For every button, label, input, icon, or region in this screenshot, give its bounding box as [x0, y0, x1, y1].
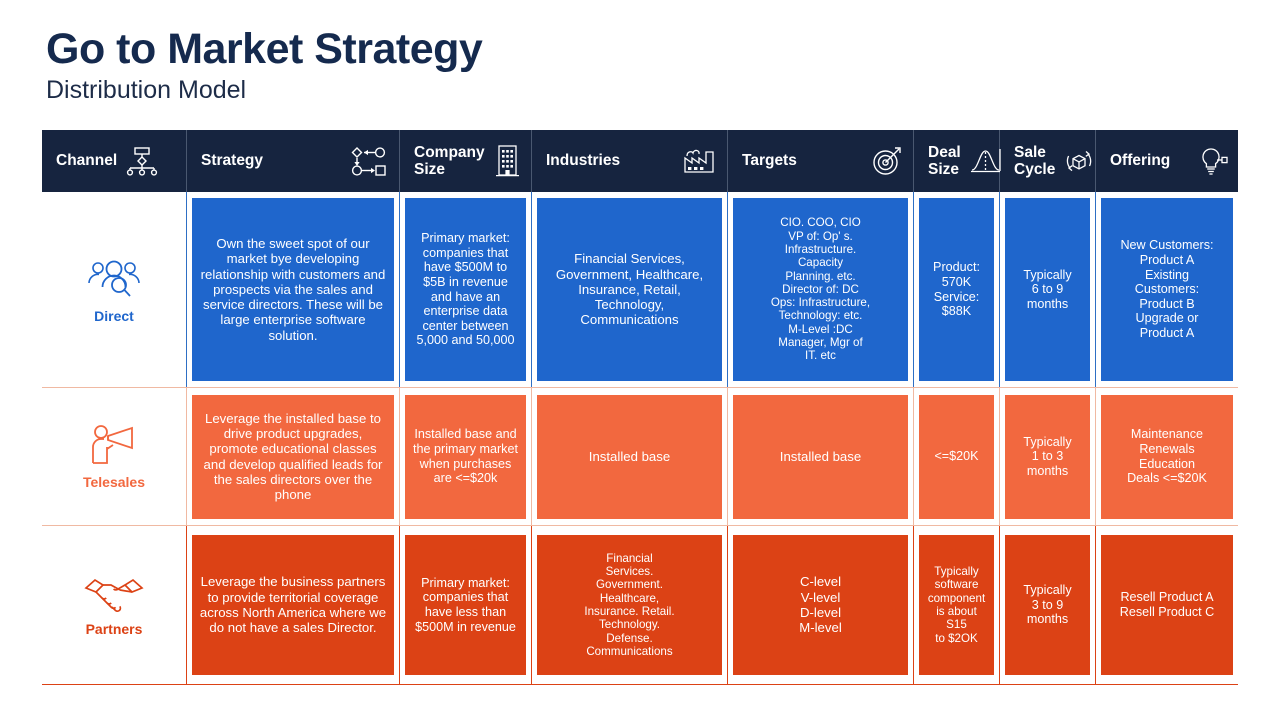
column-header-channel: Channel: [42, 130, 187, 192]
cell-sale-cycle: Typically 3 to 9 months: [1000, 526, 1096, 684]
column-header-industries: Industries: [532, 130, 728, 192]
channel-label: Telesales: [82, 474, 145, 490]
cell-sale-cycle: Typically 1 to 3 months: [1000, 388, 1096, 525]
column-header-deal-size: Deal Size: [914, 130, 1003, 192]
cell-text: Own the sweet spot of our market bye dev…: [192, 198, 394, 381]
column-header-targets: Targets: [728, 130, 914, 192]
column-header-sale-cycle: Sale Cycle: [1000, 130, 1096, 192]
cell-text: Installed base: [733, 394, 908, 519]
table-row: Direct Own the sweet spot of our market …: [42, 192, 1238, 388]
cell-sale-cycle: Typically 6 to 9 months: [1000, 192, 1096, 387]
cell-targets: Installed base: [728, 388, 914, 525]
factory-icon: [681, 146, 717, 176]
cell-offering: New Customers: Product A Existing Custom…: [1096, 192, 1238, 387]
cell-text: Product: 570K Service: $88K: [919, 198, 994, 381]
cell-offering: Maintenance Renewals Education Deals <=$…: [1096, 388, 1238, 525]
cell-text: Primary market: companies that have less…: [405, 535, 526, 675]
box-cycle-icon: [1063, 145, 1095, 177]
column-header-label: Channel: [56, 152, 118, 170]
cell-text: New Customers: Product A Existing Custom…: [1101, 198, 1233, 381]
channel-cell-partners: Partners: [42, 526, 187, 684]
cell-targets: C-level V-level D-level M-level: [728, 526, 914, 684]
column-header-label: Deal Size: [928, 143, 961, 178]
cell-text: Resell Product A Resell Product C: [1101, 535, 1233, 675]
column-header-label: Strategy: [201, 152, 264, 170]
column-header-label: Targets: [742, 152, 797, 170]
cell-company-size: Primary market: companies that have less…: [400, 526, 532, 684]
cell-strategy: Own the sweet spot of our market bye dev…: [187, 192, 400, 387]
cell-text: Installed base and the primary market wh…: [405, 394, 526, 519]
target-icon: [871, 145, 903, 177]
column-header-label: Industries: [546, 152, 621, 170]
cell-offering: Resell Product A Resell Product C: [1096, 526, 1238, 684]
title-block: Go to Market Strategy Distribution Model: [46, 25, 483, 105]
cell-text: Maintenance Renewals Education Deals <=$…: [1101, 394, 1233, 519]
page-subtitle: Distribution Model: [46, 76, 247, 105]
megaphone-person-icon: [88, 423, 140, 467]
channel-label: Direct: [94, 308, 134, 324]
table-row: Telesales Leverage the installed base to…: [42, 388, 1238, 526]
column-header-label: Company Size: [414, 143, 485, 178]
bell-curve-icon: [969, 146, 1003, 176]
cell-industries: Financial Services. Government. Healthca…: [532, 526, 728, 684]
page-title: Go to Market Strategy: [46, 25, 483, 73]
cell-text: Typically 6 to 9 months: [1005, 198, 1090, 381]
column-header-company-size: Company Size: [400, 130, 532, 192]
table-row: Partners Leverage the business partners …: [42, 526, 1238, 685]
cell-industries: Installed base: [532, 388, 728, 525]
channel-cell-telesales: Telesales: [42, 388, 187, 525]
handshake-icon: [83, 574, 145, 614]
cell-targets: CIO. COO, CIO VP of: Op' s. Infrastructu…: [728, 192, 914, 387]
column-header-label: Sale Cycle: [1014, 143, 1056, 178]
cell-company-size: Primary market: companies that have $500…: [400, 192, 532, 387]
lightbulb-plug-icon: [1194, 145, 1228, 177]
flow-diagram-icon: [349, 145, 389, 177]
cell-text: Installed base: [537, 394, 722, 519]
cell-deal-size: <=$20K: [914, 388, 1000, 525]
strategy-matrix-table: Channel: [42, 130, 1238, 687]
channel-label: Partners: [85, 620, 143, 637]
building-icon: [493, 143, 521, 179]
channel-cell-direct: Direct: [42, 192, 187, 387]
cell-text: <=$20K: [919, 394, 994, 519]
cell-text: Financial Services. Government. Healthca…: [537, 535, 722, 675]
column-header-strategy: Strategy: [187, 130, 400, 192]
cell-strategy: Leverage the business partners to provid…: [187, 526, 400, 684]
column-header-label: Offering: [1110, 152, 1171, 170]
cell-text: C-level V-level D-level M-level: [733, 535, 908, 675]
cell-text: Typically 3 to 9 months: [1005, 535, 1090, 675]
column-header-offering: Offering: [1096, 130, 1238, 192]
cell-text: Financial Services, Government, Healthca…: [537, 198, 722, 381]
org-chart-icon: [125, 146, 159, 176]
cell-text: Leverage the business partners to provid…: [192, 535, 394, 675]
cell-text: CIO. COO, CIO VP of: Op' s. Infrastructu…: [733, 198, 908, 381]
cell-deal-size: Product: 570K Service: $88K: [914, 192, 1000, 387]
cell-company-size: Installed base and the primary market wh…: [400, 388, 532, 525]
cell-deal-size: Typically software component is about S1…: [914, 526, 1000, 684]
cell-strategy: Leverage the installed base to drive pro…: [187, 388, 400, 525]
people-search-icon: [86, 255, 142, 301]
table-header-row: Channel: [42, 130, 1238, 192]
cell-text: Typically software component is about S1…: [919, 535, 994, 675]
cell-text: Primary market: companies that have $500…: [405, 198, 526, 381]
cell-industries: Financial Services, Government, Healthca…: [532, 192, 728, 387]
cell-text: Leverage the installed base to drive pro…: [192, 394, 394, 519]
cell-text: Typically 1 to 3 months: [1005, 394, 1090, 519]
